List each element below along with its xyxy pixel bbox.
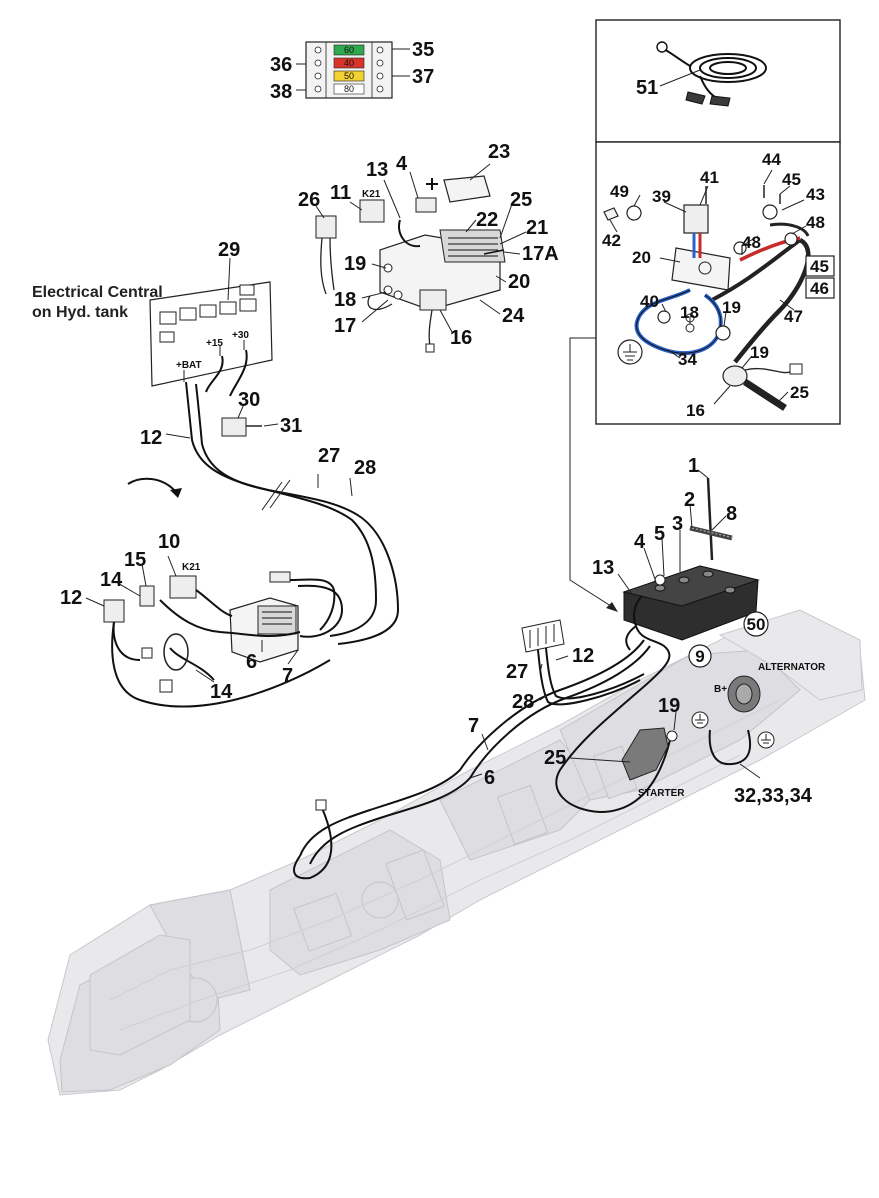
callout-7: 7 — [282, 665, 293, 687]
callout-16: 16 — [686, 401, 705, 420]
callout-47: 47 — [784, 307, 803, 326]
callout-36: 36 — [270, 54, 292, 76]
callout-6: 6 — [246, 651, 257, 673]
callout-25: 25 — [790, 383, 809, 402]
callout-34: 34 — [678, 350, 697, 369]
callout-2: 2 — [684, 489, 695, 511]
center-harness — [293, 619, 651, 880]
callout-16: 16 — [450, 327, 472, 349]
callout-27: 27 — [318, 445, 340, 467]
inset-cable-51: 51 — [595, 19, 841, 143]
lower-relay-assembly — [85, 555, 344, 708]
callout-1: 1 — [688, 455, 699, 477]
callout-13: 13 — [366, 159, 388, 181]
callout-18: 18 — [680, 303, 699, 322]
callout-46: 46 — [810, 279, 829, 298]
terminal-15-label: +15 — [206, 338, 223, 349]
electrical-central-panel — [149, 257, 273, 387]
fuse-80 — [333, 83, 365, 95]
relay-bracket-assembly — [315, 163, 527, 353]
callout-49: 49 — [610, 182, 629, 201]
callout-18: 18 — [334, 289, 356, 311]
callout-19: 19 — [658, 695, 680, 717]
callout-44: 44 — [762, 150, 781, 169]
fuse-rating-60: 60 — [344, 45, 354, 55]
callout-31: 31 — [280, 415, 302, 437]
fuse-60 — [333, 44, 365, 56]
callout-28: 28 — [512, 691, 534, 713]
callout-15: 15 — [124, 549, 146, 571]
callout-10: 10 — [158, 531, 180, 553]
callout-30: 30 — [238, 389, 260, 411]
terminal-bat-label: +BAT — [176, 360, 202, 371]
callout-25: 25 — [544, 747, 566, 769]
callout-7: 7 — [468, 715, 479, 737]
callout-45: 45 — [810, 257, 829, 276]
callout-38: 38 — [270, 81, 292, 103]
callout-26: 26 — [298, 189, 320, 211]
relay-k21-label-lower: K21 — [182, 562, 201, 573]
electrical-central-label-line1: Electrical Central — [32, 284, 163, 301]
callout-14: 14 — [100, 569, 123, 591]
callout-41: 41 — [700, 168, 719, 187]
callout-23: 23 — [488, 141, 510, 163]
inset-battery-cabling — [595, 141, 841, 425]
fuse-rating-80: 80 — [344, 84, 354, 94]
callout-42: 42 — [602, 231, 621, 250]
starter-alternator — [569, 675, 775, 781]
callout-12: 12 — [140, 427, 162, 449]
callout-6: 6 — [484, 767, 495, 789]
callout-48: 48 — [742, 233, 761, 252]
callout-17: 17 — [334, 315, 356, 337]
starter-label: STARTER — [638, 788, 685, 799]
callout-4: 4 — [396, 153, 408, 175]
callout-45: 45 — [782, 170, 801, 189]
callout-51: 51 — [636, 77, 658, 99]
fuse-50 — [333, 70, 365, 82]
callout-17a: 17A — [522, 243, 559, 265]
callout-19: 19 — [722, 298, 741, 317]
callout-21: 21 — [526, 217, 548, 239]
callout-39: 39 — [652, 187, 671, 206]
callout-25: 25 — [510, 189, 532, 211]
callout-28: 28 — [354, 457, 376, 479]
callout-3: 3 — [672, 513, 683, 535]
battery-assembly — [555, 469, 769, 814]
callout-20: 20 — [508, 271, 530, 293]
main-harness — [127, 349, 400, 645]
callout-37: 37 — [412, 66, 434, 88]
callout-32-34: 32,33,34 — [734, 785, 813, 807]
callout-50: 50 — [747, 615, 766, 634]
callout-22: 22 — [476, 209, 498, 231]
callout-48: 48 — [806, 213, 825, 232]
fuse-block: 60 40 50 80 — [296, 41, 410, 99]
callout-40: 40 — [640, 292, 659, 311]
fuse-rating-50: 50 — [344, 71, 354, 81]
b-plus-label: B+ — [714, 684, 727, 695]
callout-14: 14 — [210, 681, 233, 703]
callout-43: 43 — [806, 185, 825, 204]
callout-13: 13 — [592, 557, 614, 579]
callout-24: 24 — [502, 305, 525, 327]
alternator-label: ALTERNATOR — [758, 662, 826, 673]
callout-27: 27 — [506, 661, 528, 683]
relay-k21-label: K21 — [362, 189, 381, 200]
callout-4: 4 — [634, 531, 646, 553]
electrical-central-label-line2: on Hyd. tank — [32, 304, 128, 321]
callout-8: 8 — [726, 503, 737, 525]
callout-20: 20 — [632, 248, 651, 267]
terminal-30-label: +30 — [232, 330, 249, 341]
callout-12: 12 — [572, 645, 594, 667]
fuse-40 — [333, 57, 365, 69]
fuse-rating-40: 40 — [344, 58, 354, 68]
callout-29: 29 — [218, 239, 240, 261]
callout-19: 19 — [344, 253, 366, 275]
callout-12: 12 — [60, 587, 82, 609]
callout-5: 5 — [654, 523, 665, 545]
callout-9: 9 — [695, 647, 704, 666]
callout-35: 35 — [412, 39, 434, 61]
callout-19: 19 — [750, 343, 769, 362]
callout-11: 11 — [330, 182, 351, 204]
